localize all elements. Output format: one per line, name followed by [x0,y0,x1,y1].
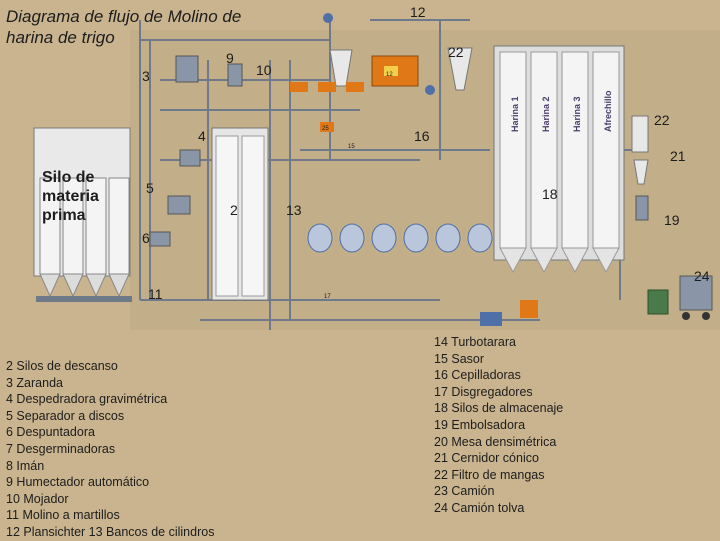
silo-tag-afrechillo: Afrechillo [603,90,613,132]
callout-13: 13 [286,202,302,218]
legend-item: 24 Camión tolva [434,500,525,515]
legend-right: 14 Turbotarara 15 Sasor 16 Cepilladoras … [434,334,563,517]
legend-item: 9 Humectador automático [6,475,150,490]
legend-left: 2 Silos de descanso 3 Zaranda 4 Despedra… [6,358,214,541]
legend-item: 17 Disgregadores [434,384,533,399]
callout-12: 12 [410,4,426,20]
top-equipment [149,13,473,247]
callout-3: 3 [142,68,150,84]
storage-silos: Harina 1 Harina 2 Harina 3 Afrechillo [493,45,625,274]
legend-item: 21 Cernidor cónico [434,451,539,466]
legend-item: 22 Filtro de mangas [434,467,545,482]
right-equipment [480,115,713,326]
legend-item: 7 Desgerminadoras [6,441,116,456]
legend-item: 18 Silos de almacenaje [434,401,564,416]
raw-material-silo-label: Silo de materia prima [42,168,114,225]
callout-21: 21 [670,148,686,164]
callout-6: 6 [142,230,150,246]
legend-item: 5 Separador a discos [6,408,125,423]
callout-22-top: 22 [448,44,464,60]
legend-item: 10 Mojador [6,491,69,506]
legend-item: 15 Sasor [434,351,485,366]
silo-tag-harina-2: Harina 2 [541,96,551,132]
callout-2: 2 [230,202,238,218]
roller-mills [307,223,493,253]
legend-item: 11 Molino a martillos [6,508,120,523]
callout-24: 24 [694,268,710,284]
callout-9: 9 [226,50,234,66]
legend-item: 14 Turbotarara [434,335,516,349]
device-tag-15: 15 [348,144,355,150]
legend-item: 23 Camión [434,484,495,499]
callout-10: 10 [256,62,272,78]
silo-label-text: Silo de materia prima [42,169,99,224]
device-tag-25: 25 [322,126,329,132]
callout-18: 18 [542,186,558,202]
callout-22-right: 22 [654,112,670,128]
legend-item: 16 Cepilladoras [434,368,521,383]
callout-4: 4 [198,128,206,144]
device-tag-17: 17 [324,294,331,300]
legend-item: 20 Mesa densimétrica [434,434,557,449]
legend-item: 12 Plansichter 13 Bancos de cilindros [6,524,215,539]
legend-item: 6 Despuntadora [6,425,95,440]
diagram-title: Diagrama de flujo de Molino de harina de… [6,7,242,47]
silo-tag-harina-3: Harina 3 [572,96,582,132]
callout-16: 16 [414,128,430,144]
resting-silos [211,127,269,301]
callout-19: 19 [664,212,680,228]
callout-11: 11 [148,286,163,302]
device-tag-plansichter: 12 [386,72,393,78]
legend-item: 4 Despedradora gravimétrica [6,392,168,407]
callout-5: 5 [146,180,154,196]
legend-item: 8 Imán [6,458,45,473]
raw-material-silos [33,127,132,302]
legend-item: 19 Embolsadora [434,417,526,432]
silo-tag-harina-1: Harina 1 [510,96,520,132]
legend-item: 2 Silos de descanso [6,359,118,373]
legend-item: 3 Zaranda [6,375,63,390]
